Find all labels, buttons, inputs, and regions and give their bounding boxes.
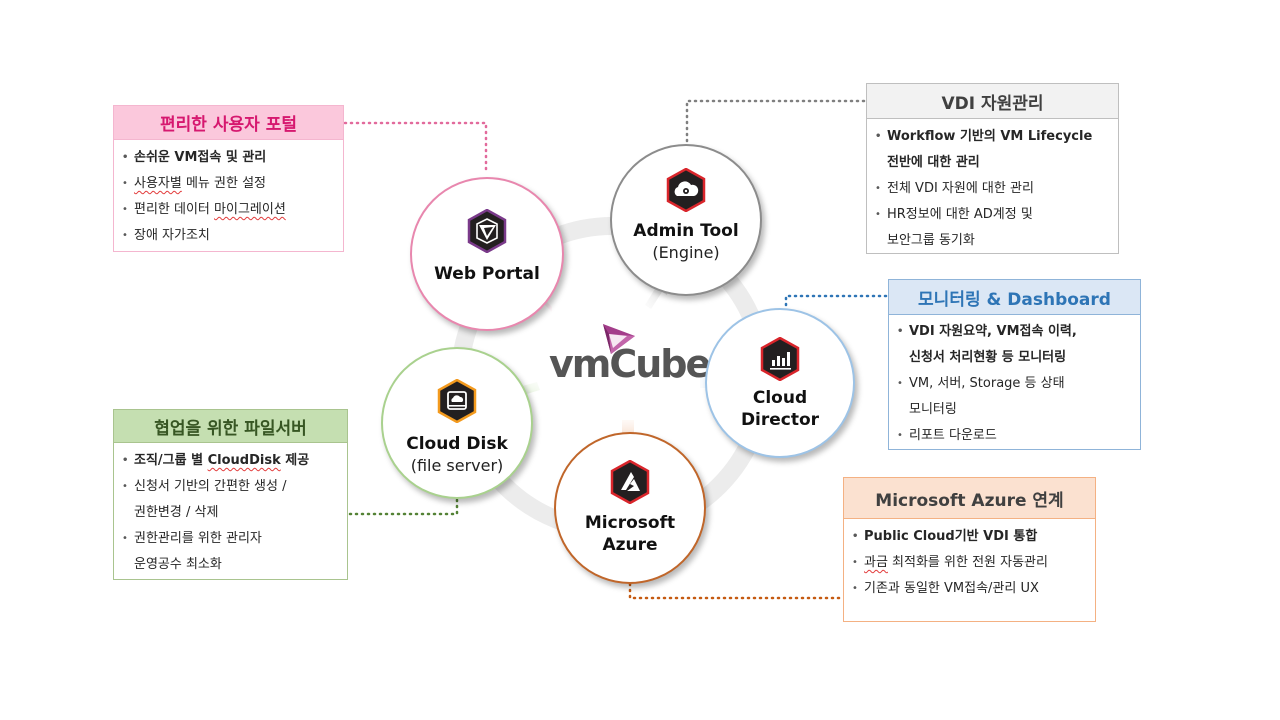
bar-chart-icon	[760, 337, 800, 381]
bullet-icon: •	[875, 209, 881, 220]
azure-icon	[610, 460, 650, 504]
node-label: Cloud	[752, 388, 808, 408]
cube-icon	[467, 209, 507, 253]
node-cloud-director[interactable]: Cloud Director	[705, 308, 855, 458]
item-text: 사용자별 메뉴 권한 설정	[134, 176, 267, 191]
bullet-icon: •	[875, 131, 882, 142]
box-vdi-resource: VDI 자원관리 • Workflow 기반의 VM Lifecycle 전반에 대…	[866, 83, 1119, 254]
item-text: VM, 서버, Storage 등 상태	[909, 376, 1065, 391]
node-microsoft-azure[interactable]: Microsoft Azure	[554, 432, 706, 584]
list-item: • VDI 자원요약, VM접속 이력, 신청서 처리현황 등 모니터링	[897, 319, 1134, 371]
connector-portal	[343, 121, 488, 172]
feature-list: • 손쉬운 VM접속 및 관리 • 사용자별 메뉴 권한 설정 • 편리한 데이터 마이그…	[122, 145, 337, 249]
list-item: • 조직/그룹 별 CloudDisk 제공	[122, 448, 341, 474]
box-title: 편리한 사용자 포털	[114, 106, 343, 140]
bullet-icon: •	[122, 533, 128, 544]
item-text-continued: 운영공수 최소화	[134, 557, 222, 572]
connector-azure	[628, 582, 843, 600]
item-text-continued: 권한변경 / 삭제	[134, 505, 219, 520]
bullet-icon: •	[852, 557, 858, 568]
item-text: 신청서 기반의 간편한 생성 /	[134, 479, 287, 494]
feature-list: • Public Cloud기반 VDI 통합 • 과금 최적화를 위한 전원 자동관…	[852, 524, 1089, 602]
item-text: HR정보에 대한 AD계정 및	[887, 207, 1033, 222]
bullet-icon: •	[122, 481, 128, 492]
bullet-icon: •	[122, 204, 128, 215]
list-item: • Public Cloud기반 VDI 통합	[852, 524, 1089, 550]
feature-list: • VDI 자원요약, VM접속 이력, 신청서 처리현황 등 모니터링 • VM, 서…	[897, 319, 1134, 449]
cloud-gear-icon	[666, 168, 706, 212]
item-text: 전체 VDI 자원에 대한 관리	[887, 181, 1034, 196]
item-text: 장애 자가조치	[134, 228, 210, 243]
item-text: VDI 자원요약, VM접속 이력,	[909, 324, 1077, 339]
item-text: 권한관리를 위한 관리자	[134, 531, 262, 546]
box-azure-integration: Microsoft Azure 연계 • Public Cloud기반 VDI 통…	[843, 477, 1096, 622]
list-item: • 장애 자가조치	[122, 223, 337, 249]
bullet-icon: •	[875, 183, 881, 194]
list-item: • 전체 VDI 자원에 대한 관리	[875, 176, 1112, 202]
bullet-icon: •	[122, 178, 128, 189]
item-text: Public Cloud기반 VDI 통합	[864, 529, 1038, 544]
node-label: Admin Tool	[633, 221, 739, 241]
item-text-continued: 신청서 처리현황 등 모니터링	[909, 350, 1067, 365]
feature-list: • 조직/그룹 별 CloudDisk 제공 • 신청서 기반의 간편한 생성 / 권한…	[122, 448, 341, 578]
list-item: • 과금 최적화를 위한 전원 자동관리	[852, 550, 1089, 576]
node-admin-tool[interactable]: Admin Tool (Engine)	[610, 144, 762, 296]
node-sublabel: Director	[740, 410, 820, 430]
list-item: • 손쉬운 VM접속 및 관리	[122, 145, 337, 171]
bullet-icon: •	[897, 430, 903, 441]
box-title: 모니터링 & Dashboard	[889, 280, 1140, 315]
bullet-icon: •	[897, 326, 904, 337]
list-item: • Workflow 기반의 VM Lifecycle 전반에 대한 관리	[875, 124, 1112, 176]
item-text: 기존과 동일한 VM접속/관리 UX	[864, 581, 1039, 596]
list-item: • 편리한 데이터 마이그레이션	[122, 197, 337, 223]
item-text: Workflow 기반의 VM Lifecycle	[887, 129, 1093, 144]
vmcube-logo: vmCube	[549, 322, 711, 386]
list-item: • 신청서 기반의 간편한 생성 / 권한변경 / 삭제	[122, 474, 341, 526]
node-sublabel: Azure	[602, 535, 658, 555]
node-cloud-disk[interactable]: Cloud Disk (file server)	[381, 347, 533, 499]
node-label: Web Portal	[434, 264, 540, 284]
item-text: 손쉬운 VM접속 및 관리	[134, 150, 267, 165]
node-web-portal[interactable]: Web Portal	[410, 177, 564, 331]
disk-icon	[437, 379, 477, 423]
cube-icon	[603, 324, 635, 354]
bullet-icon: •	[122, 455, 129, 466]
node-label: Cloud Disk	[406, 434, 508, 454]
item-text: 과금 최적화를 위한 전원 자동관리	[864, 555, 1048, 570]
item-text-continued: 전반에 대한 관리	[887, 155, 980, 170]
box-title: Microsoft Azure 연계	[844, 478, 1095, 519]
bullet-icon: •	[897, 378, 903, 389]
bullet-icon: •	[122, 230, 128, 241]
item-text-continued: 보안그룹 동기화	[887, 233, 975, 248]
connector-monitoring	[784, 294, 888, 314]
box-monitoring: 모니터링 & Dashboard • VDI 자원요약, VM접속 이력, 신청서 …	[888, 279, 1141, 450]
list-item: • 사용자별 메뉴 권한 설정	[122, 171, 337, 197]
box-user-portal: 편리한 사용자 포털 •손쉬운 VM접속 및 관리•사용자별 메뉴 권한 설정•…	[113, 105, 344, 252]
connector-fileserver	[348, 495, 459, 516]
list-item: • 리포트 다운로드	[897, 423, 1134, 449]
box-title: 협업을 위한 파일서버	[114, 410, 347, 443]
node-label: Microsoft	[584, 513, 676, 533]
node-sublabel: (Engine)	[652, 243, 720, 262]
item-text: 리포트 다운로드	[909, 428, 997, 443]
logo-text: vmCube	[549, 342, 711, 386]
connector-vdi	[685, 99, 866, 148]
bullet-icon: •	[852, 583, 858, 594]
bullet-icon: •	[852, 531, 859, 542]
node-sublabel: (file server)	[410, 456, 504, 475]
item-text-continued: 모니터링	[909, 402, 957, 417]
list-item: • 기존과 동일한 VM접속/관리 UX	[852, 576, 1089, 602]
box-file-server: 협업을 위한 파일서버 • 조직/그룹 별 CloudDisk 제공 • 신청서 기반…	[113, 409, 348, 580]
bullet-icon: •	[122, 152, 129, 163]
box-title: VDI 자원관리	[867, 84, 1118, 119]
item-text: 조직/그룹 별 CloudDisk 제공	[134, 453, 310, 468]
feature-list: • Workflow 기반의 VM Lifecycle 전반에 대한 관리 • 전체 V…	[875, 124, 1112, 254]
item-text: 편리한 데이터 마이그레이션	[134, 202, 286, 217]
